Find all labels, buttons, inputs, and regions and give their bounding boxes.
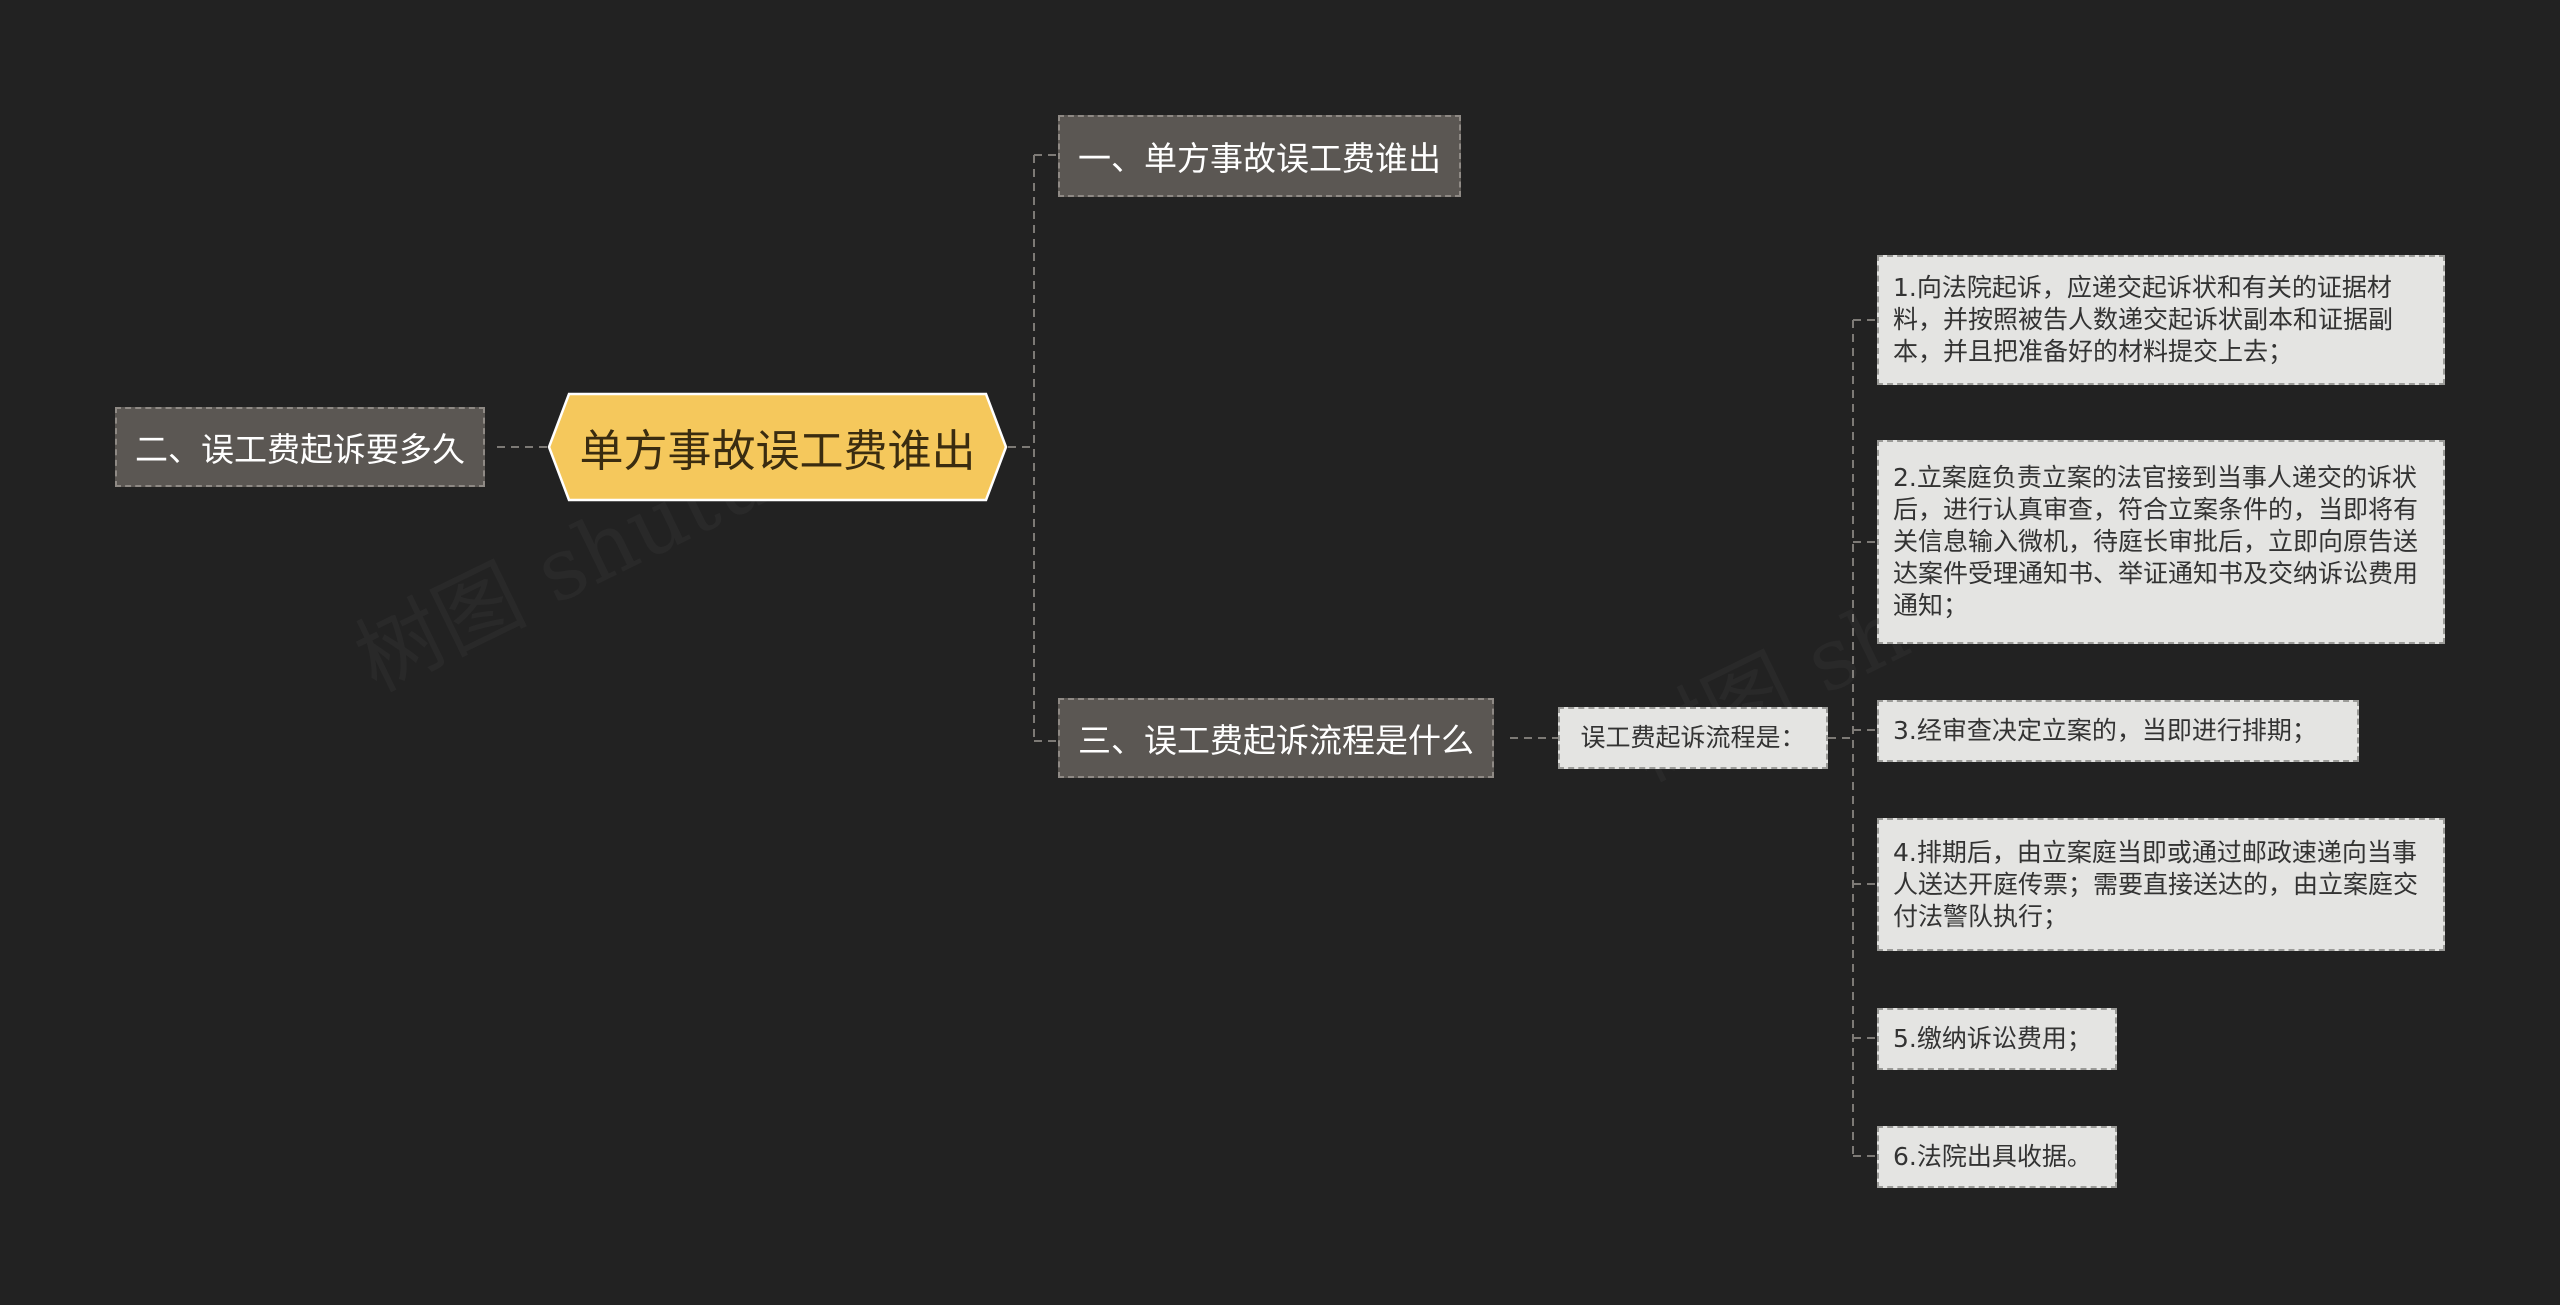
step-node-4[interactable]: 4.排期后，由立案庭当即或通过邮政速递向当事人送达开庭传票；需要直接送达的，由立… bbox=[1877, 818, 2445, 951]
process-intro-label: 误工费起诉流程是： bbox=[1580, 723, 1806, 752]
branch-duration[interactable]: 二、误工费起诉要多久 bbox=[115, 407, 485, 487]
branch-who-pays-label: 一、单方事故误工费谁出 bbox=[1078, 139, 1441, 178]
branch-process[interactable]: 三、误工费起诉流程是什么 bbox=[1058, 698, 1494, 778]
step-node-5[interactable]: 5.缴纳诉讼费用； bbox=[1877, 1008, 2117, 1070]
root-topic-label: 单方事故误工费谁出 bbox=[579, 426, 976, 477]
step-node-1[interactable]: 1.向法院起诉，应递交起诉状和有关的证据材料，并按照被告人数递交起诉状副本和证据… bbox=[1877, 255, 2445, 385]
process-intro-node[interactable]: 误工费起诉流程是： bbox=[1558, 707, 1828, 769]
step-node-6[interactable]: 6.法院出具收据。 bbox=[1877, 1126, 2117, 1188]
step-label-4: 4.排期后，由立案庭当即或通过邮政速递向当事人送达开庭传票；需要直接送达的，由立… bbox=[1893, 837, 2419, 931]
branch-process-label: 三、误工费起诉流程是什么 bbox=[1078, 721, 1474, 760]
branch-duration-label: 二、误工费起诉要多久 bbox=[135, 430, 465, 469]
root-hexagon-shape bbox=[547, 392, 1008, 502]
step-label-3: 3.经审查决定立案的，当即进行排期； bbox=[1893, 716, 2317, 745]
step-node-2[interactable]: 2.立案庭负责立案的法官接到当事人递交的诉状后，进行认真审查，符合立案条件的，当… bbox=[1877, 440, 2445, 644]
step-label-6: 6.法院出具收据。 bbox=[1893, 1142, 2092, 1171]
step-label-2: 2.立案庭负责立案的法官接到当事人递交的诉状后，进行认真审查，符合立案条件的，当… bbox=[1893, 463, 2419, 620]
step-label-1: 1.向法院起诉，应递交起诉状和有关的证据材料，并按照被告人数递交起诉状副本和证据… bbox=[1893, 273, 2394, 366]
step-node-3[interactable]: 3.经审查决定立案的，当即进行排期； bbox=[1877, 700, 2359, 762]
root-topic[interactable]: 单方事故误工费谁出 bbox=[547, 392, 1008, 502]
step-label-5: 5.缴纳诉讼费用； bbox=[1893, 1024, 2092, 1053]
branch-who-pays[interactable]: 一、单方事故误工费谁出 bbox=[1058, 115, 1461, 197]
